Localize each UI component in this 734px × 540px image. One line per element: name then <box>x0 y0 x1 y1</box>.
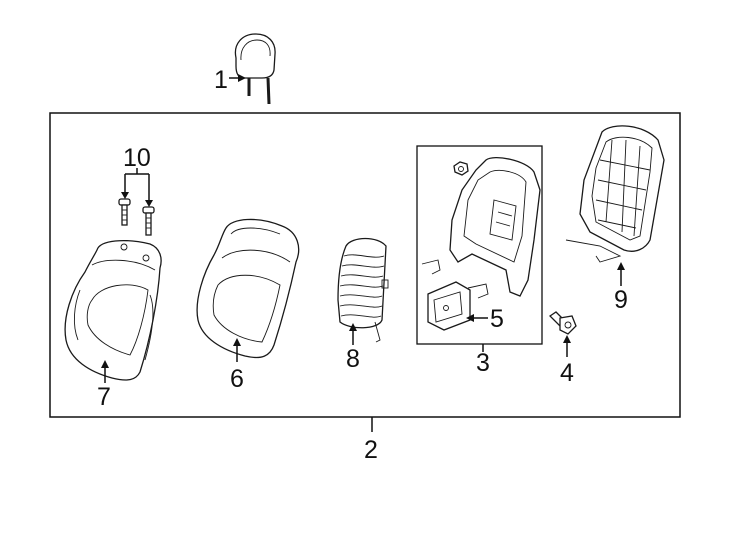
seatback-assembly-frame <box>49 112 681 418</box>
seatback-cover-part <box>64 239 162 381</box>
back-panel-part <box>565 125 665 263</box>
seatback-pad-part <box>196 218 300 359</box>
headrest-part <box>234 33 276 105</box>
nut-part <box>453 161 469 176</box>
callout-label-9: 9 <box>614 286 628 314</box>
callout-label-5: 5 <box>490 305 504 333</box>
callout-label-7: 7 <box>97 383 111 411</box>
frame-subassembly-box <box>416 145 543 345</box>
bolts-part <box>118 198 155 236</box>
seatback-frame-part <box>449 157 541 297</box>
callout-label-2: 2 <box>364 436 378 464</box>
callout-label-6: 6 <box>230 365 244 393</box>
bracket-part <box>421 259 489 331</box>
callout-label-1: 1 <box>214 66 228 94</box>
callout-10-bracket <box>124 168 150 202</box>
callout-label-4: 4 <box>560 359 574 387</box>
callout-label-3: 3 <box>476 349 490 377</box>
callout-label-8: 8 <box>346 345 360 373</box>
callout-label-10: 10 <box>123 144 151 172</box>
lumbar-support-part <box>337 237 389 343</box>
bolt-part <box>548 311 577 335</box>
